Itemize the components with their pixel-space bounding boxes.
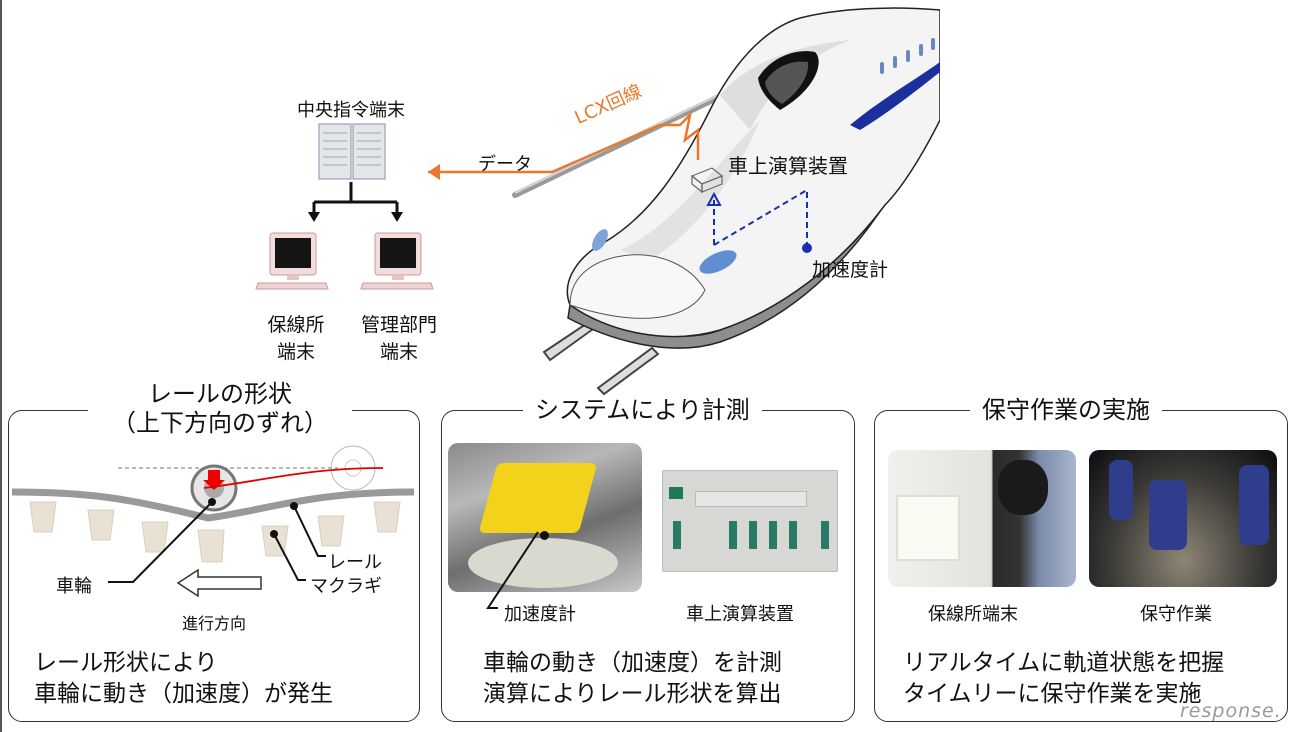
rail-shape-diagram xyxy=(11,445,415,598)
terminal-label-1-line2: 端末 xyxy=(276,341,315,363)
response-watermark: response. xyxy=(1180,700,1282,722)
terminal-label-2: 管理部門 端末 xyxy=(356,310,442,364)
rails xyxy=(542,316,660,396)
terminal-pc-icon-2 xyxy=(360,232,434,290)
person-head xyxy=(998,460,1048,515)
maintenance-work-caption: 保守作業 xyxy=(1140,604,1212,625)
accelerometer-leader-line xyxy=(486,531,539,609)
panel-system-measurement-desc-line2: 演算によりレール形状を算出 xyxy=(483,681,782,708)
distribution-arrows xyxy=(308,182,403,222)
panel-rail-shape-title-line2: （上下方向のずれ） xyxy=(112,408,328,437)
panel-rail-shape xyxy=(8,410,420,722)
connector xyxy=(729,521,737,549)
monitor-screen xyxy=(896,495,960,561)
signal-line-path xyxy=(713,188,808,246)
terminal-label-1: 保線所 端末 xyxy=(264,310,328,364)
terminal-label-2-line2: 端末 xyxy=(379,341,418,363)
wheel-trajectory xyxy=(203,467,384,489)
accelerometer-device xyxy=(478,463,598,533)
power-switch xyxy=(669,487,683,499)
panel-rail-shape-title-line1: レールの形状 xyxy=(148,380,292,408)
worker xyxy=(1239,465,1269,545)
onboard-unit-icon xyxy=(690,167,724,194)
track-office-terminal-caption: 保線所端末 xyxy=(928,604,1018,625)
panel-rail-shape-desc-line1: レール形状により xyxy=(34,650,218,676)
lcx-cable xyxy=(512,79,753,198)
accelerometer-caption: 加速度計 xyxy=(504,604,576,625)
direction-label: 進行方向 xyxy=(182,614,247,633)
connector xyxy=(821,521,829,549)
train-stripe xyxy=(850,62,940,130)
central-terminal-label: 中央指令端末 xyxy=(297,100,405,121)
panel-rail-shape-title: レールの形状 （上下方向のずれ） xyxy=(88,380,352,438)
left-border xyxy=(0,0,2,732)
panel-system-measurement-description: 車輪の動き（加速度）を計測 演算によりレール形状を算出 xyxy=(483,648,782,710)
maintenance-work-photo xyxy=(1089,450,1277,587)
worker xyxy=(1109,460,1133,520)
panel-maintenance-description: リアルタイムに軌道状態を把握 タイムリーに保守作業を実施 xyxy=(903,648,1224,710)
track-office-terminal-photo xyxy=(888,450,1076,587)
onboard-unit-caption: 車上演算装置 xyxy=(686,604,794,625)
sleeper-label: マクラギ xyxy=(310,576,382,597)
worker xyxy=(1149,480,1187,550)
direction-arrow-icon xyxy=(176,568,262,598)
connector xyxy=(749,521,757,549)
panel-rail-shape-description: レール形状により 車輪に動き（加速度）が発生 xyxy=(34,648,333,710)
panel-maintenance-desc-line1: リアルタイムに軌道状態を把握 xyxy=(903,650,1225,676)
wheel-label: 車輪 xyxy=(56,576,92,597)
accelerometer-label: 加速度計 xyxy=(812,259,889,281)
data-arrowhead xyxy=(428,164,440,180)
accelerometer-point xyxy=(802,243,812,253)
accelerometer-pointer-dot xyxy=(540,531,549,540)
connector xyxy=(769,521,777,549)
connector xyxy=(789,521,797,549)
wheel-disc xyxy=(468,538,618,588)
panel-rail-shape-desc-line2: 車輪に動き（加速度）が発生 xyxy=(34,681,333,708)
display-strip xyxy=(695,491,807,507)
sleepers xyxy=(29,501,401,563)
data-line xyxy=(428,111,700,174)
shinkansen-train-illustration xyxy=(428,7,940,396)
accelerometer-photo xyxy=(448,443,642,592)
onboard-unit-label: 車上演算装置 xyxy=(728,154,848,178)
panel-maintenance-desc-line2: タイムリーに保守作業を実施 xyxy=(903,681,1202,708)
terminal-label-1-line1: 保線所 xyxy=(267,314,325,336)
server-rack-icon xyxy=(318,123,386,180)
connector xyxy=(673,521,681,549)
rail xyxy=(11,488,415,522)
panel-system-measurement-desc-line1: 車輪の動き（加速度）を計測 xyxy=(483,650,782,676)
panel-maintenance-title: 保守作業の実施 xyxy=(970,396,1162,425)
terminal-pc-icon-1 xyxy=(255,232,329,290)
data-label: データ xyxy=(478,154,532,175)
terminal-label-2-line1: 管理部門 xyxy=(360,314,437,336)
panel-system-measurement-title: システムにより計測 xyxy=(523,396,762,425)
rail-label: レール xyxy=(328,552,382,573)
onboard-unit-photo xyxy=(662,470,838,572)
